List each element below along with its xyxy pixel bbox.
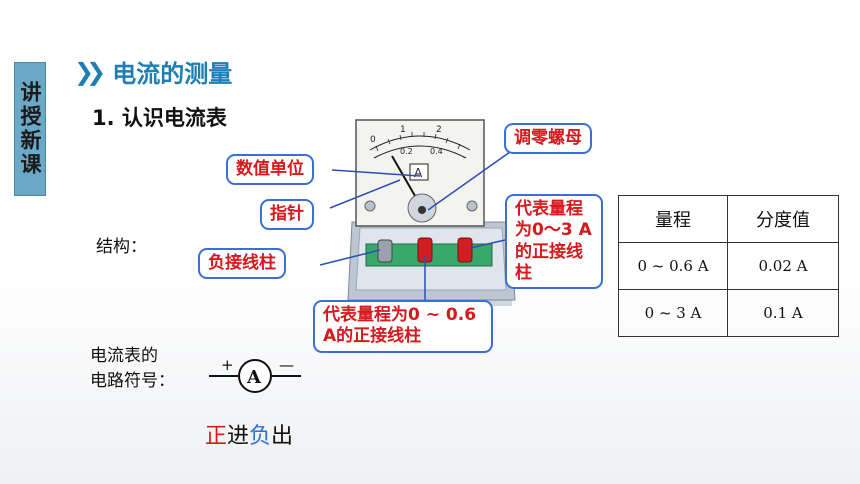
symbol-label-line1: 电流表的 (90, 346, 158, 366)
scale-mark-1: 1 (400, 125, 406, 135)
callout-negative-terminal: 负接线柱 (198, 248, 286, 280)
symbol-label: 电流表的 电路符号： (90, 344, 175, 393)
table-row: 0 ~ 3 A 0.1 A (618, 289, 839, 337)
callout-positive-06a: 代表量程为0 ~ 0.6 A的正接线柱 (313, 300, 493, 353)
symbol-minus: — (279, 356, 294, 374)
scale-mark-2: 2 (436, 125, 442, 135)
mnemonic-fu: 负 (249, 424, 272, 449)
table-header-range: 量程 (618, 195, 728, 243)
section-title: ❯❯ 电流的测量 (74, 54, 232, 89)
table-row: 0 ~ 0.6 A 0.02 A (618, 242, 839, 290)
mnemonic-chu: 出 (271, 424, 294, 449)
ammeter-symbol: A + — (209, 356, 301, 393)
symbol-letter: A (246, 367, 262, 388)
table-header-division: 分度值 (727, 195, 839, 243)
callout-zero-nut: 调零螺母 (504, 123, 592, 155)
section-title-text: 电流的测量 (112, 60, 233, 88)
table-header-row: 量程 分度值 (618, 195, 839, 243)
callout-unit: 数值单位 (226, 154, 314, 186)
callout-positive-3a: 代表量程为0～3 A的正接线柱 (505, 194, 603, 289)
table-cell: 0 ~ 3 A (618, 289, 728, 337)
scale-mark-02: 0.2 (400, 147, 413, 156)
table-cell: 0.1 A (727, 289, 839, 337)
side-tab-label: 讲授新课 (18, 81, 42, 177)
callout-pointer: 指针 (260, 199, 314, 231)
symbol-plus: + (221, 356, 234, 374)
scale-mark-0: 0 (370, 135, 376, 145)
mnemonic-zheng: 正 (205, 424, 228, 449)
symbol-label-line2: 电路符号： (90, 370, 175, 391)
mnemonic: 正进负出 (205, 418, 293, 450)
table-cell: 0 ~ 0.6 A (618, 242, 728, 290)
subtitle: 1. 认识电流表 (92, 106, 227, 130)
table-cell: 0.02 A (727, 242, 839, 290)
mnemonic-jin: 进 (227, 424, 250, 449)
meter-unit-letter: A (414, 166, 423, 180)
structure-label: 结构： (96, 237, 147, 257)
range-table: 量程 分度值 0 ~ 0.6 A 0.02 A 0 ~ 3 A 0.1 A (618, 195, 839, 337)
scale-mark-04: 0.4 (430, 147, 443, 156)
side-tab: 讲授新课 (14, 62, 46, 196)
